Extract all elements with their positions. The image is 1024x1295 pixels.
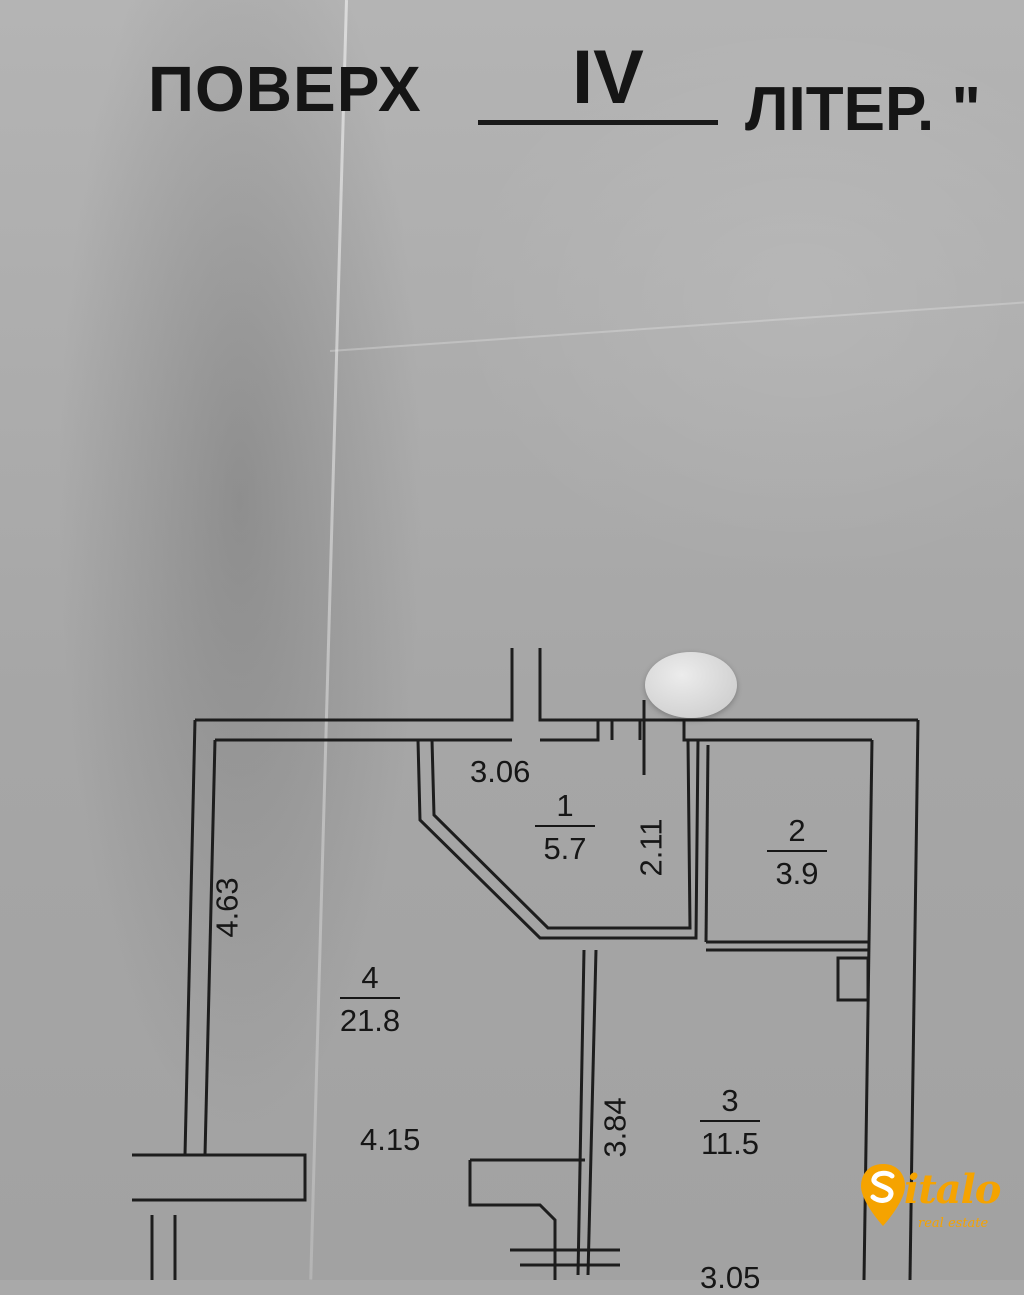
room-4-label: 4 21.8 xyxy=(320,962,420,1036)
room-number: 1 xyxy=(556,788,574,823)
company-logo: italo real estate xyxy=(858,1160,1008,1240)
fraction-bar xyxy=(340,997,400,999)
floor-number: IV xyxy=(572,35,644,120)
logo-wordmark: italo xyxy=(904,1166,1001,1213)
room-number: 3 xyxy=(721,1083,739,1118)
dimension-label: 4.15 xyxy=(360,1122,421,1157)
room-area: 11.5 xyxy=(700,1126,760,1161)
outer-wall-right xyxy=(908,719,920,1280)
dimension-label: 4.63 xyxy=(209,877,245,938)
floor-label: ПОВЕРХ xyxy=(148,53,422,125)
dimension-label: 3.05 xyxy=(700,1260,761,1295)
room-area: 21.8 xyxy=(339,1003,401,1038)
dimension-label: 2.11 xyxy=(633,818,669,877)
fraction-bar xyxy=(700,1120,760,1122)
room3-wall xyxy=(586,949,598,1276)
room-area: 5.7 xyxy=(543,831,587,866)
outer-wall-left xyxy=(183,719,197,1156)
room-area: 3.9 xyxy=(775,856,819,891)
room-2-label: 2 3.9 xyxy=(757,815,837,889)
room-number: 2 xyxy=(788,813,806,848)
liter-label: ЛІТЕР. " xyxy=(745,75,981,144)
dimension-label: 3.84 xyxy=(597,1097,633,1158)
room-number: 4 xyxy=(361,960,379,995)
fraction-bar xyxy=(535,825,595,827)
room-1-label: 1 5.7 xyxy=(525,790,605,864)
location-pin-icon xyxy=(861,1164,905,1226)
outer-wall-top xyxy=(195,648,514,722)
dimension-label: 3.06 xyxy=(470,754,531,789)
fraction-bar xyxy=(767,850,827,852)
logo-tagline: real estate xyxy=(918,1216,989,1231)
room1-wall xyxy=(416,739,700,940)
floor-underline xyxy=(478,120,718,125)
redaction-dot xyxy=(645,652,737,718)
room-3-label: 3 11.5 xyxy=(680,1085,780,1159)
